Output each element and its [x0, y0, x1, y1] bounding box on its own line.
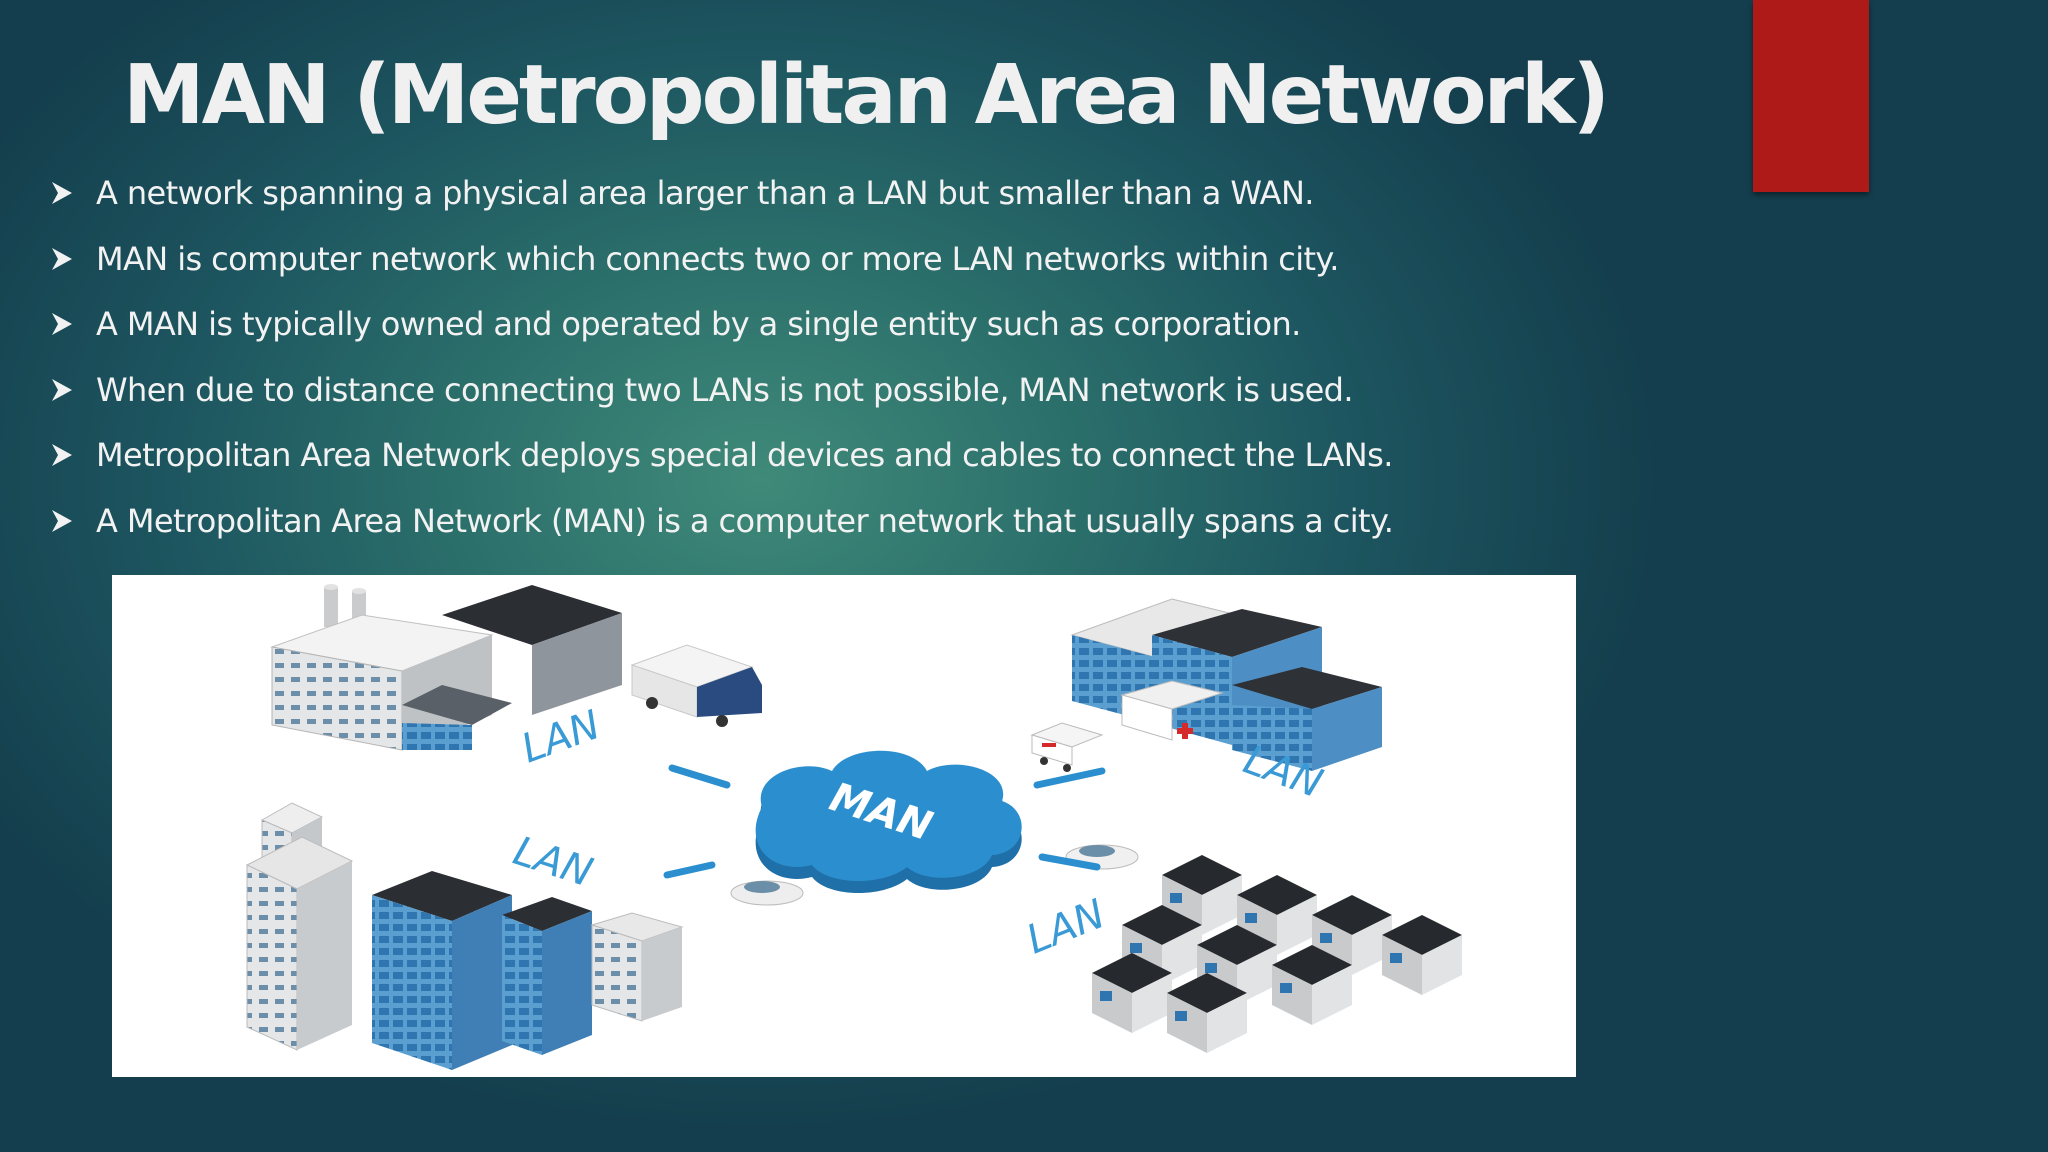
- arrow-bullet-icon: [52, 378, 72, 401]
- network-links: [663, 764, 1106, 879]
- bullet-text: Metropolitan Area Network deploys specia…: [96, 436, 1393, 475]
- factory-building: [270, 584, 762, 751]
- bullet-text: A network spanning a physical area large…: [96, 174, 1314, 212]
- arrow-bullet-icon: [52, 313, 72, 336]
- arrow-bullet-icon: [52, 509, 72, 532]
- man-diagram-illustration: MAN LAN LAN LAN LAN: [245, 584, 1462, 1070]
- bullet-text: A MAN is typically owned and operated by…: [96, 305, 1301, 344]
- lan-label-houses: LAN: [1020, 891, 1111, 963]
- lan-label-factory: LAN: [516, 702, 607, 772]
- lan-label-offices: LAN: [508, 828, 598, 896]
- bullet-text: MAN is computer network which connects t…: [96, 239, 1339, 278]
- office-towers: [245, 802, 804, 1070]
- arrow-bullet-icon: [52, 247, 72, 270]
- man-network-diagram: MAN LAN LAN LAN LAN: [112, 575, 1576, 1077]
- residential-houses: [1065, 844, 1462, 1053]
- bullet-text: A Metropolitan Area Network (MAN) is a c…: [96, 501, 1394, 540]
- arrow-bullet-icon: [52, 444, 72, 467]
- man-cloud: MAN: [755, 750, 1022, 894]
- hospital-building: [1030, 598, 1382, 772]
- slide-title: MAN (Metropolitan Area Network): [123, 48, 1610, 143]
- red-accent-tab: [1753, 0, 1869, 192]
- arrow-bullet-icon: [52, 182, 72, 204]
- bullet-text: When due to distance connecting two LANs…: [96, 370, 1354, 409]
